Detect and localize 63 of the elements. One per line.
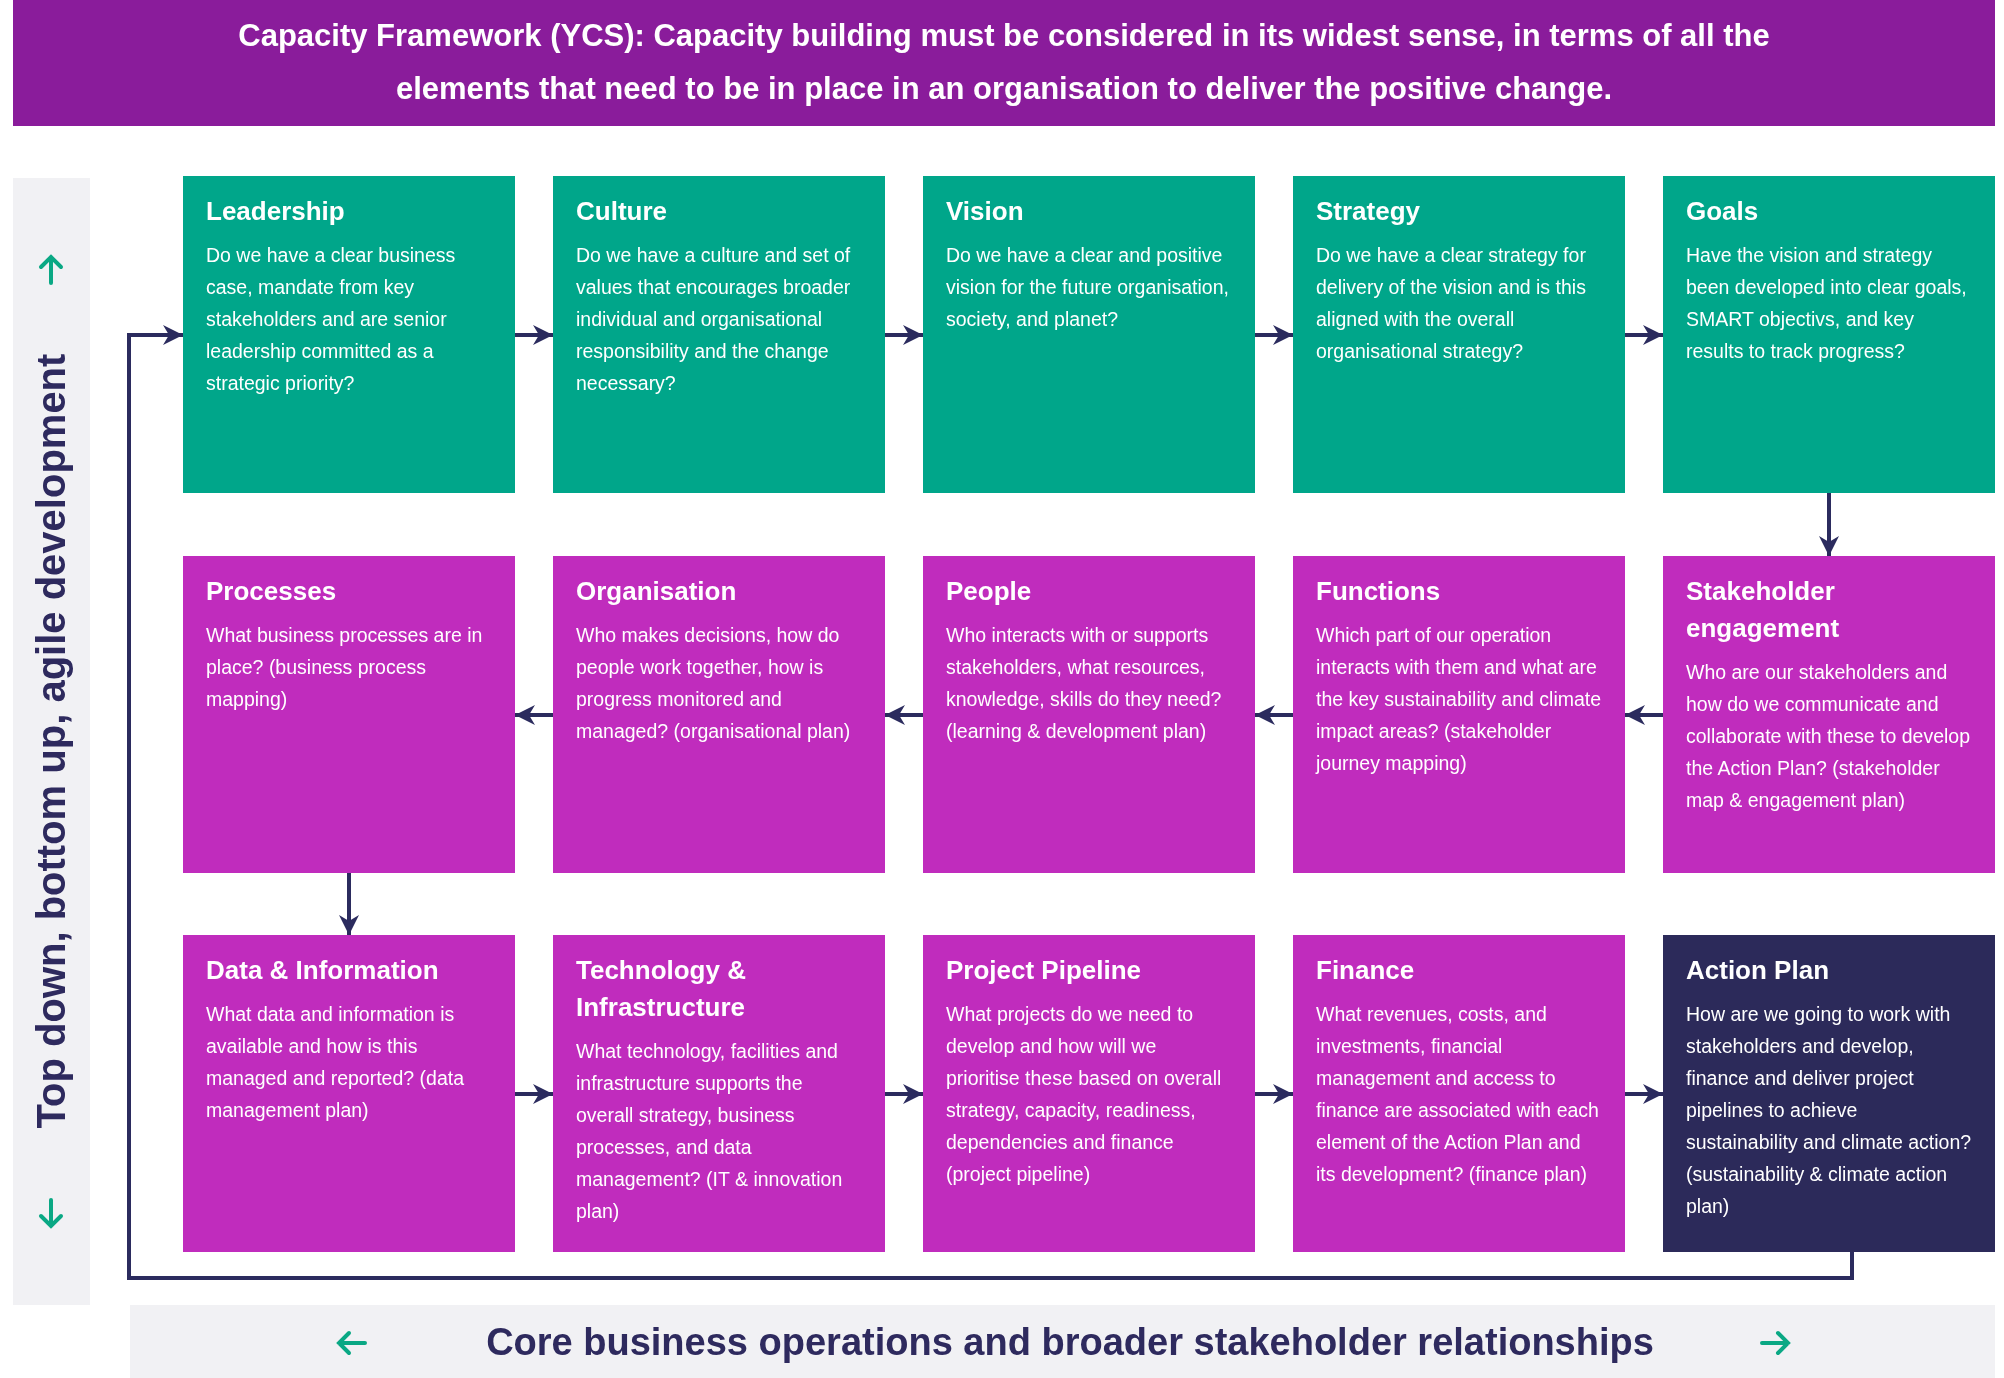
process-box (923, 935, 1255, 1252)
box-heading: Technology & Infrastructure (576, 954, 747, 1024)
process-box (553, 556, 885, 873)
box-question: Do we have a clear strategy for delivery of the vision and is this aligned with the overall organisational strategy? (1316, 243, 1587, 364)
arrow (515, 1084, 553, 1104)
box-question: What technology, facilities and infrastructure supports the overall strategy, business processes, and data management? (IT & innovation plan) (576, 1039, 844, 1224)
box-question: How are we going to work with stakeholders and develop, finance and deliver project pipelines to achieve sustainability and climate action? (sustainability & climate action plan) (1686, 1002, 1972, 1219)
process-box (1663, 176, 1995, 493)
arrow (1625, 325, 1663, 345)
arrow (885, 325, 923, 345)
process-box (1293, 556, 1625, 873)
box-heading: People (946, 575, 1033, 608)
box-heading: Strategy (1316, 195, 1422, 228)
process-box (1663, 556, 1995, 873)
arrow (1255, 1084, 1293, 1104)
side-label: Top down, bottom up, agile development (28, 352, 74, 1131)
box-question: Do we have a clear and positive vision for the future organisation, society, and planet? (946, 243, 1230, 332)
arrow (1255, 705, 1293, 725)
box-heading: Stakeholder engagement (1686, 575, 1841, 645)
arrow (339, 873, 359, 935)
box-heading: Vision (946, 195, 1025, 228)
arrow (1625, 705, 1663, 725)
box-question: Who are our stakeholders and how do we communicate and collaborate with these to develop the Action Plan? (stakeholder map & engagement plan) (1686, 660, 1972, 813)
arrow (1255, 325, 1293, 345)
box-heading: Finance (1316, 954, 1416, 987)
process-box (183, 935, 515, 1252)
process-box (183, 176, 515, 493)
process-box (183, 556, 515, 873)
box-heading: Leadership (206, 195, 346, 228)
process-box (1293, 176, 1625, 493)
box-heading: Goals (1686, 195, 1760, 228)
title-banner: Capacity Framework (YCS): Capacity building must be considered in its widest sense, in terms of all the elements that need to be in place in an organisation to deliver the positive change. (13, 0, 1995, 126)
box-question: Do we have a culture and set of values that encourages broader individual and organisational responsibility and the change necessary? (576, 243, 852, 396)
box-heading: Action Plan (1686, 954, 1830, 987)
box-heading: Project Pipeline (946, 954, 1143, 987)
arrow (1625, 1084, 1663, 1104)
process-box (1293, 935, 1625, 1252)
box-heading: Data & Information (206, 954, 440, 987)
arrow (515, 705, 553, 725)
box-question: What revenues, costs, and investments, financial management and access to finance are associated with each element of the Action Plan and its development? (finance plan) (1316, 1002, 1600, 1187)
box-heading: Culture (576, 195, 668, 228)
arrow (885, 705, 923, 725)
process-box (1663, 935, 1995, 1252)
process-box (553, 935, 885, 1252)
box-question: What business processes are in place? (business process mapping) (206, 623, 484, 712)
box-question: Who makes decisions, how do people work together, how is progress monitored and managed? (organisational plan) (576, 623, 852, 744)
box-question: What projects do we need to develop and how will we prioritise these based on overall strategy, capacity, readiness, dependencies and finance (project pipeline) (946, 1002, 1223, 1187)
box-question: What data and information is available and how is this managed and reported? (data management plan) (206, 1002, 466, 1123)
arrow (127, 325, 1854, 1280)
box-question: Who interacts with or supports stakeholders, what resources, knowledge, skills do they need? (learning & development plan) (946, 623, 1223, 744)
arrow (1819, 493, 1839, 556)
box-question: Do we have a clear business case, mandate from key stakeholders and are senior leadership committed as a strategic priority? (206, 243, 457, 396)
arrow (515, 325, 553, 345)
process-box (553, 176, 885, 493)
box-question: Which part of our operation interacts with them and what are the key sustainability and climate impact areas? (stakeholder journey mapping) (1316, 623, 1602, 776)
process-box (923, 176, 1255, 493)
arrow (885, 1084, 923, 1104)
box-heading: Processes (206, 575, 338, 608)
box-heading: Organisation (576, 575, 738, 608)
process-box (923, 556, 1255, 873)
box-question: Have the vision and strategy been developed into clear goals, SMART objectivs, and key results to track progress? (1686, 243, 1968, 364)
box-heading: Functions (1316, 575, 1442, 608)
bottom-label: Core business operations and broader stakeholder relationships (485, 1320, 1655, 1365)
